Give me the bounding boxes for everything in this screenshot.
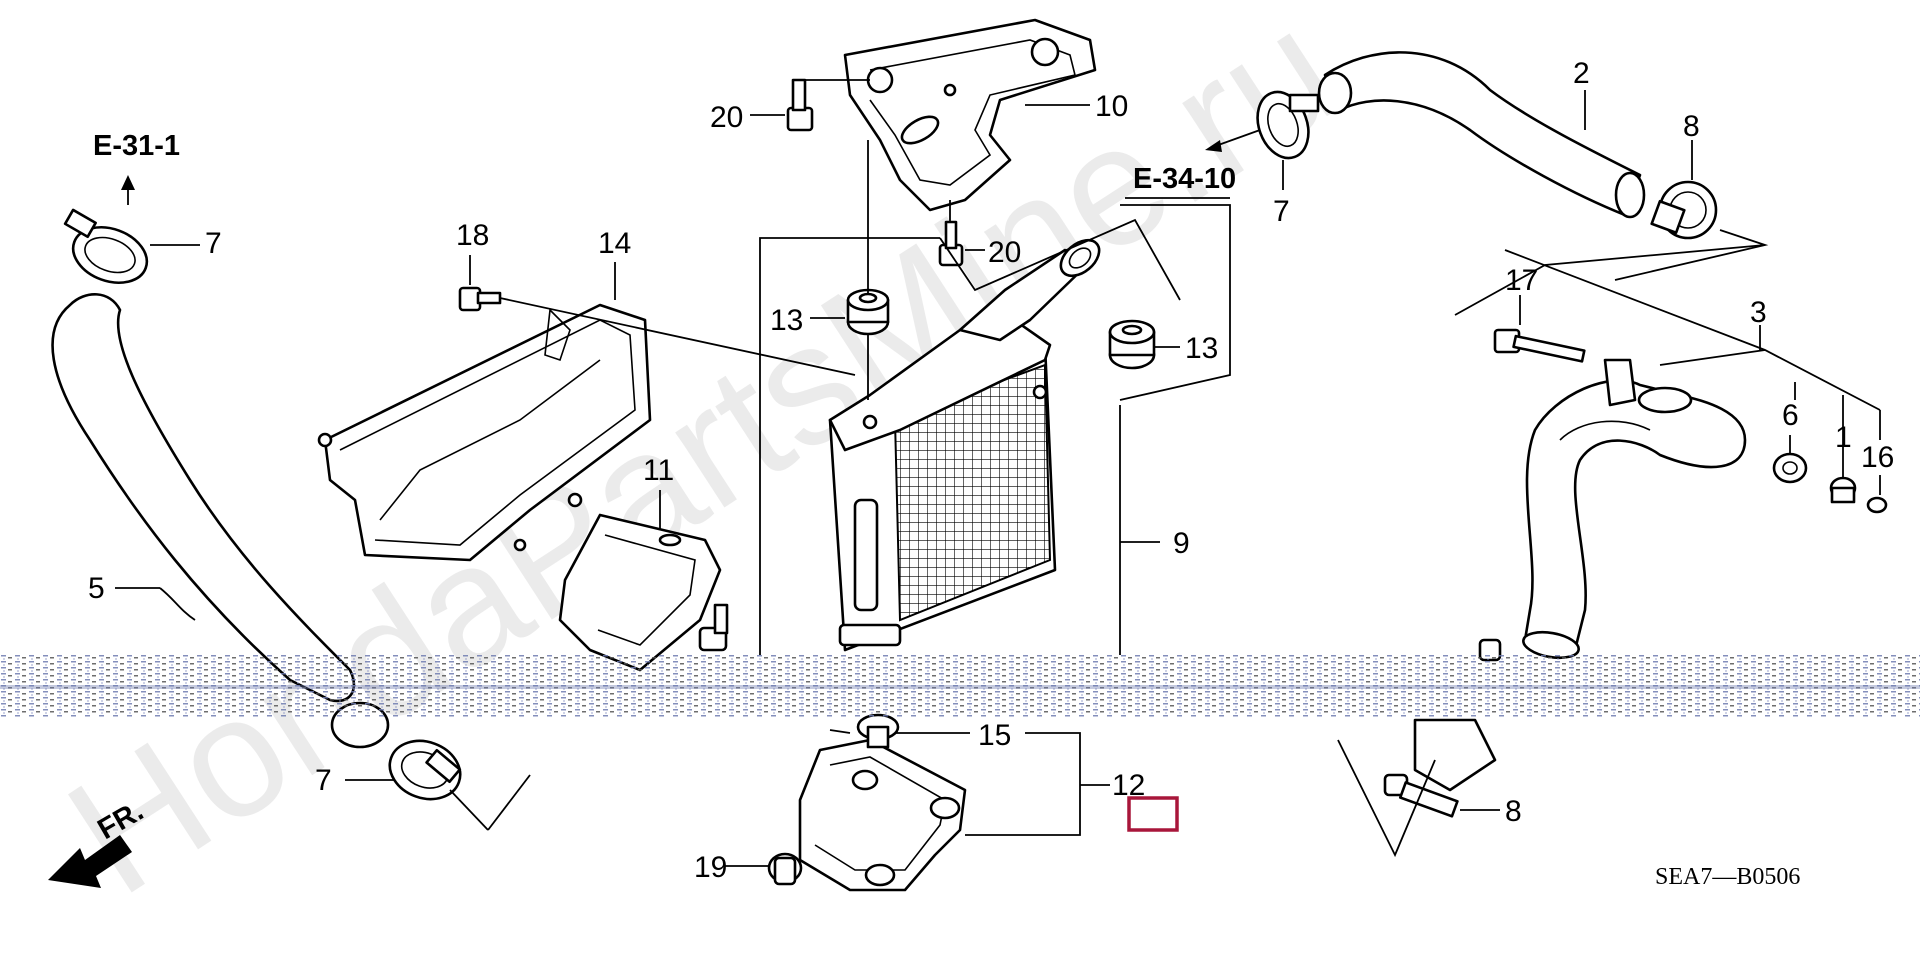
air-duct-14 [323, 303, 652, 562]
reference-e-31-1[interactable]: E-31-1 [93, 130, 180, 162]
callout-6[interactable]: 6 [1782, 399, 1799, 432]
callout-7-upper-left[interactable]: 7 [205, 227, 222, 260]
collar-1 [1829, 476, 1857, 504]
callout-10[interactable]: 10 [1095, 90, 1128, 123]
callout-20-lower[interactable]: 20 [988, 236, 1021, 269]
callout-17[interactable]: 17 [1505, 264, 1538, 297]
callout-18[interactable]: 18 [456, 219, 489, 252]
callout-8-lower[interactable]: 8 [1505, 795, 1522, 828]
callout-9[interactable]: 9 [1173, 527, 1190, 560]
hose-clamp-8-upper [1650, 180, 1718, 240]
callout-11[interactable]: 11 [643, 454, 674, 487]
hose-5 [51, 293, 356, 703]
diagram-code: SEA7—B0506 [1655, 864, 1800, 890]
hose-2-end-left [1317, 71, 1353, 115]
callout-13-right[interactable]: 13 [1185, 332, 1218, 365]
hose-2 [1323, 51, 1642, 217]
callout-7-mid[interactable]: 7 [1273, 195, 1290, 228]
grommet-6 [1772, 452, 1808, 484]
highlight-box [1127, 796, 1179, 832]
intercooler-9 [828, 238, 1101, 652]
nut-19 [767, 852, 803, 886]
pipe-3 [1523, 379, 1747, 652]
bolt-18 [458, 286, 502, 312]
hose-clamp-7-mid [1256, 90, 1320, 160]
front-direction-arrow [48, 835, 132, 888]
callout-5[interactable]: 5 [88, 572, 105, 605]
callout-3[interactable]: 3 [1750, 296, 1767, 329]
bolt-20-upper [786, 78, 814, 132]
grommet-13-right [1108, 319, 1156, 370]
grommet-13-left [846, 288, 890, 336]
reference-e-34-10[interactable]: E-34-10 [1133, 163, 1236, 195]
hose-3-lower [1413, 718, 1497, 792]
stay-10 [843, 18, 1097, 212]
callout-1[interactable]: 1 [1835, 421, 1852, 454]
hose-2-end-right [1614, 171, 1646, 219]
callout-2[interactable]: 2 [1573, 57, 1590, 90]
nut-16 [1866, 496, 1888, 514]
callout-15[interactable]: 15 [978, 719, 1011, 752]
callout-13-left[interactable]: 13 [770, 304, 803, 337]
bolt-8-lower [1383, 773, 1459, 818]
callout-14[interactable]: 14 [598, 227, 631, 260]
callout-16[interactable]: 16 [1861, 441, 1894, 474]
callout-7-lower-left[interactable]: 7 [315, 764, 332, 797]
bolt-17 [1493, 328, 1586, 363]
leader-lines [115, 79, 1881, 867]
callout-20-upper[interactable]: 20 [710, 101, 743, 134]
callout-19[interactable]: 19 [694, 851, 727, 884]
bracket-12 [798, 738, 967, 892]
scan-noise-band [0, 655, 1920, 717]
bolt-11-side [698, 603, 729, 652]
hose-clamp-7-upper [63, 208, 149, 284]
hose-clamp-7-lower [388, 739, 462, 801]
callout-12[interactable]: 12 [1112, 769, 1145, 802]
callout-8-upper[interactable]: 8 [1683, 110, 1700, 143]
clip-15 [856, 713, 900, 749]
watermark: HondaPartsMine.ru [37, 0, 1369, 931]
